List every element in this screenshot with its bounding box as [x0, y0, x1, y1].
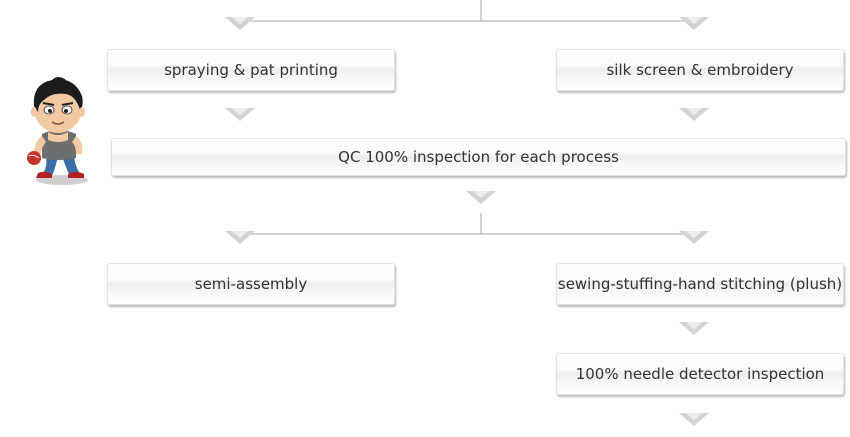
step-qc-inspection: QC 100% inspection for each process [111, 138, 846, 176]
chevron-down-icon [679, 108, 709, 121]
chevron-down-icon [679, 413, 709, 426]
chevron-down-icon [679, 231, 709, 244]
worker-mascot-icon [27, 77, 88, 185]
chevron-down-icon [679, 17, 709, 30]
step-silk-screen-embroidery: silk screen & embroidery [556, 49, 844, 91]
chevron-down-icon [225, 108, 255, 121]
chevron-down-icon [225, 17, 255, 30]
chevron-down-icon [679, 322, 709, 335]
step-needle-detector: 100% needle detector inspection [556, 353, 844, 395]
step-semi-assembly: semi-assembly [107, 263, 395, 305]
step-spraying-pat-printing: spraying & pat printing [107, 49, 395, 91]
chevron-down-icon [225, 231, 255, 244]
step-sewing-stuffing: sewing-stuffing-hand stitching (plush) [556, 263, 844, 305]
chevron-down-icon [466, 191, 496, 204]
